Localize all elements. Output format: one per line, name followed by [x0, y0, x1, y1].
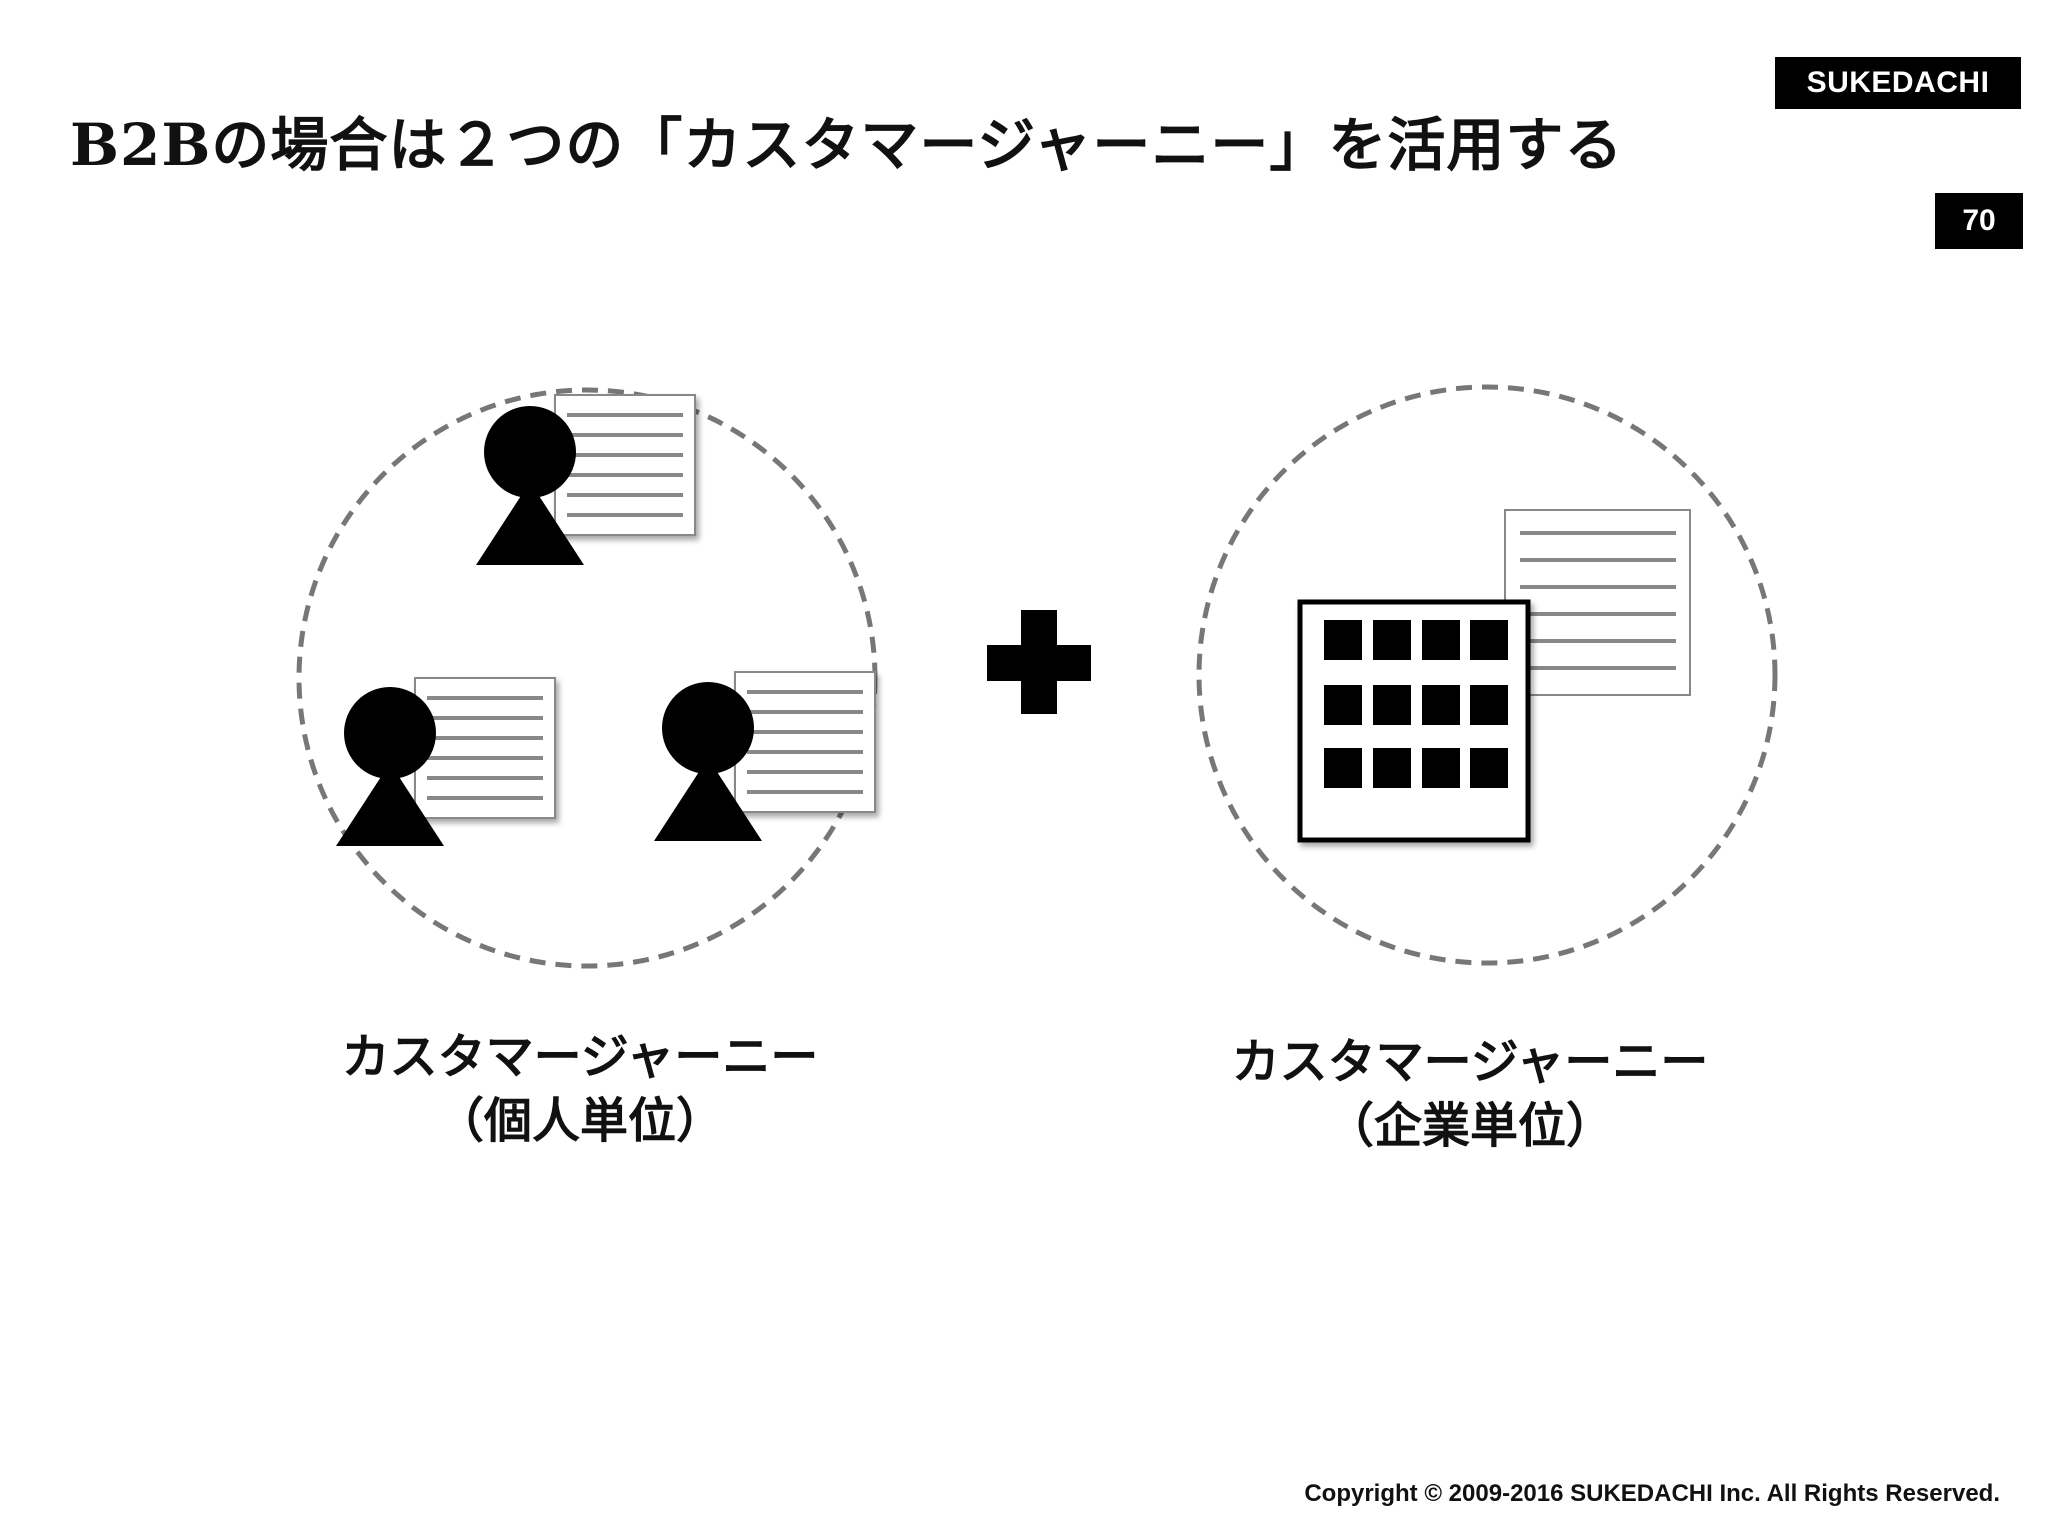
copyright-notice: Copyright © 2009-2016 SUKEDACHI Inc. All…: [1304, 1480, 2000, 1507]
caption-line: （個人単位）: [435, 1093, 724, 1149]
individual-journey-caption: カスタマージャーニー （個人単位）: [280, 1025, 880, 1153]
slide-title: B2Bの場合は２つの「カスタマージャーニー」を活用する: [70, 111, 1624, 179]
caption-line: （企業単位）: [1325, 1098, 1614, 1154]
brand-badge: SUKEDACHI: [1775, 57, 2021, 109]
caption-line: カスタマージャーニー: [1231, 1034, 1709, 1090]
document-icon: [735, 672, 875, 812]
page-number-badge: 70: [1935, 193, 2023, 249]
company-journey-caption: カスタマージャーニー （企業単位）: [1170, 1030, 1770, 1158]
plus-icon: [987, 610, 1091, 714]
caption-line: カスタマージャーニー: [341, 1029, 819, 1085]
company-journey-group: [1196, 384, 1778, 966]
individual-journey-group: [296, 387, 878, 969]
company-dashed-circle: [1196, 384, 1778, 966]
building-icon: [1297, 599, 1531, 843]
document-icon: [555, 395, 695, 535]
document-icon: [1504, 509, 1691, 696]
document-icon: [415, 678, 555, 818]
